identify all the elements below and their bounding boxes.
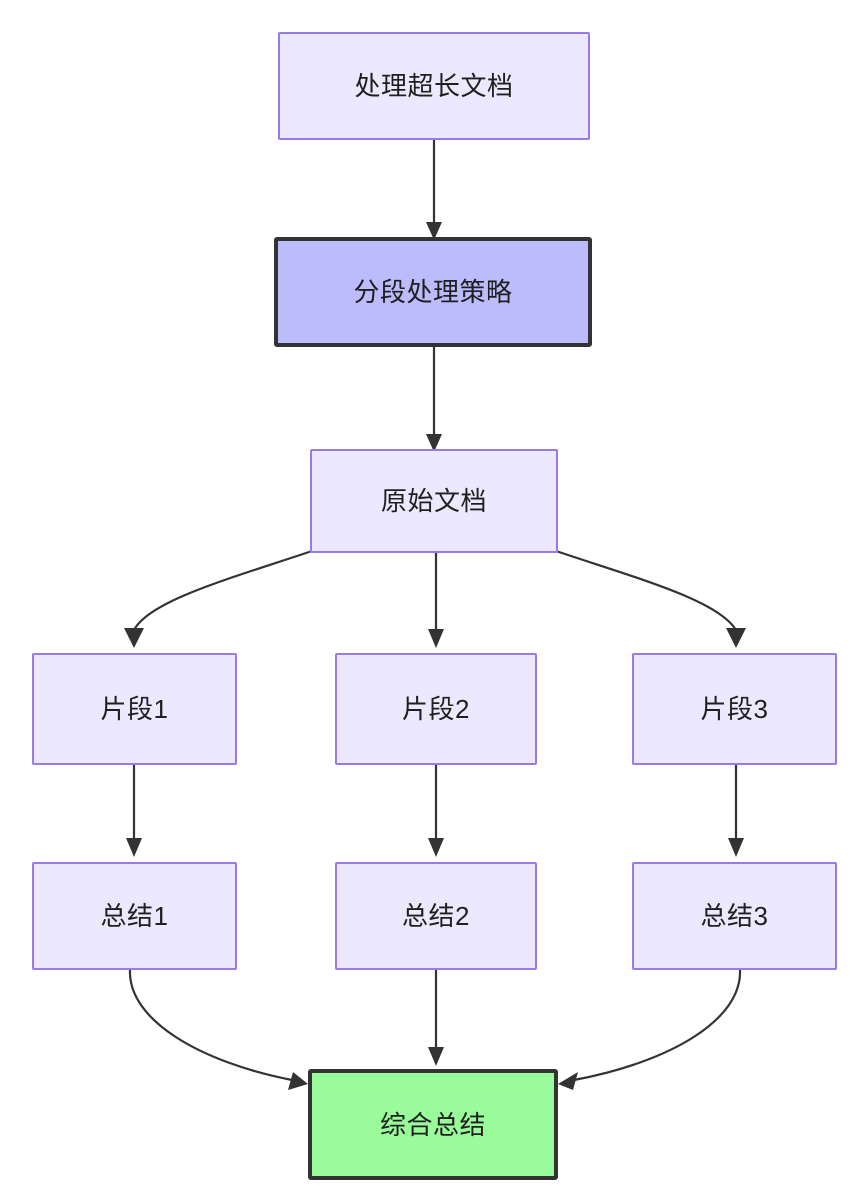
arrow-head-n3-n4 xyxy=(124,628,144,648)
arrow-head-n5-n8 xyxy=(428,838,444,857)
node-label: 总结1 xyxy=(100,901,169,931)
node-label: 片段3 xyxy=(700,694,769,724)
node-summary-1[interactable]: 总结1 xyxy=(32,862,237,970)
node-label: 片段2 xyxy=(402,694,470,724)
node-label: 片段1 xyxy=(100,694,169,724)
arrow-head-n2-n3 xyxy=(426,434,442,452)
node-label: 总结2 xyxy=(402,901,470,931)
node-fragment-1[interactable]: 片段1 xyxy=(32,653,237,765)
arrow-head-n9-n10 xyxy=(558,1072,578,1090)
node-chunking-strategy[interactable]: 分段处理策略 xyxy=(274,237,592,347)
node-original-document[interactable]: 原始文档 xyxy=(310,449,558,553)
edge-n7-n10 xyxy=(128,969,293,1082)
arrow-head-n6-n9 xyxy=(728,838,744,857)
edge-n9-n10 xyxy=(573,969,742,1082)
node-summary-3[interactable]: 总结3 xyxy=(632,862,837,970)
node-comprehensive-summary[interactable]: 综合总结 xyxy=(308,1069,558,1180)
node-label: 总结3 xyxy=(700,901,769,931)
edge-n3-n4 xyxy=(133,549,313,631)
arrow-head-n8-n10 xyxy=(428,1047,444,1066)
node-label: 处理超长文档 xyxy=(354,71,514,101)
node-fragment-2[interactable]: 片段2 xyxy=(335,653,537,765)
node-label: 原始文档 xyxy=(380,486,487,516)
node-label: 综合总结 xyxy=(379,1109,486,1140)
arrow-head-n4-n7 xyxy=(126,838,142,857)
arrow-head-n7-n10 xyxy=(288,1072,308,1090)
arrow-head-n3-n5 xyxy=(428,629,444,648)
node-process-long-document[interactable]: 处理超长文档 xyxy=(278,32,590,140)
edge-n3-n6 xyxy=(555,549,737,631)
node-summary-2[interactable]: 总结2 xyxy=(335,862,537,970)
arrow-head-n3-n6 xyxy=(726,628,746,648)
arrow-head-n1-n2 xyxy=(426,222,442,240)
node-fragment-3[interactable]: 片段3 xyxy=(632,653,837,765)
node-label: 分段处理策略 xyxy=(353,277,513,307)
